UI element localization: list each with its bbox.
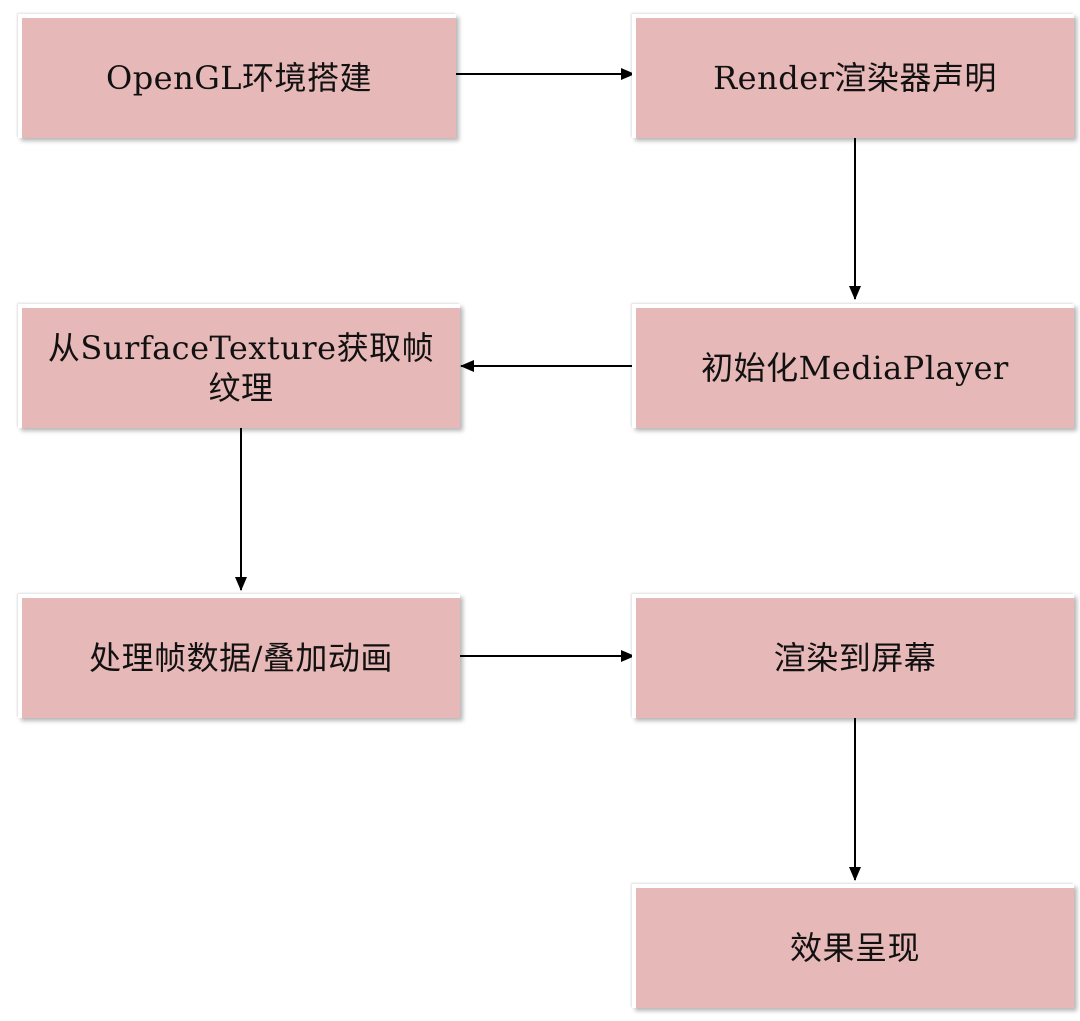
node-init-mediaplayer: 初始化MediaPlayer (632, 304, 1074, 428)
node-label: 渲染到屏幕 (773, 639, 937, 677)
node-opengl-setup: OpenGL环境搭建 (18, 14, 456, 138)
node-label: 初始化MediaPlayer (701, 349, 1009, 387)
node-render-declaration: Render渲染器声明 (632, 14, 1074, 138)
node-render-to-screen: 渲染到屏幕 (632, 594, 1074, 718)
node-label: 处理帧数据/叠加动画 (89, 639, 393, 677)
node-result: 效果呈现 (632, 884, 1074, 1008)
node-label: OpenGL环境搭建 (105, 59, 373, 97)
node-label: Render渲染器声明 (713, 59, 997, 97)
node-label: 从SurfaceTexture获取帧纹理 (47, 329, 435, 407)
node-process-frame: 处理帧数据/叠加动画 (18, 594, 460, 718)
node-label: 效果呈现 (789, 929, 920, 967)
node-get-frame-texture: 从SurfaceTexture获取帧纹理 (18, 304, 460, 428)
